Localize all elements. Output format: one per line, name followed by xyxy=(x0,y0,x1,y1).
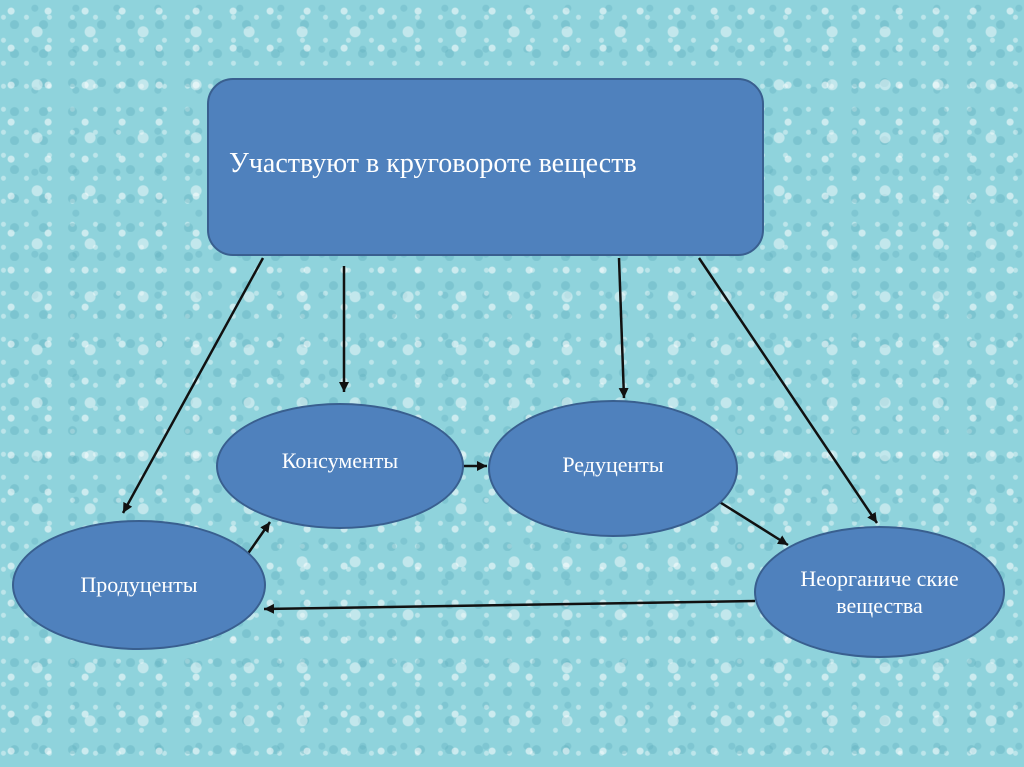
cycle-participation-label: Участвуют в круговороте веществ xyxy=(229,147,637,179)
reducers-node: Редуценты xyxy=(488,400,738,537)
arrow-box-to-reducers xyxy=(617,257,629,399)
inorganic-substances-label: Неорганиче ские вещества xyxy=(800,565,959,619)
arrow-reducers-to-inorganic xyxy=(717,499,789,547)
inorganic-substances-node: Неорганиче ские вещества xyxy=(754,526,1005,658)
cycle-participation-box: Участвуют в круговороте веществ xyxy=(207,78,764,256)
arrow-box-to-producers xyxy=(121,257,265,514)
arrow-producers-to-consumers xyxy=(245,521,272,556)
arrow-inorganic-to-producers xyxy=(263,599,756,614)
arrow-box-to-inorganic xyxy=(697,257,879,524)
consumers-label: Консументы xyxy=(281,448,399,474)
reducers-label: Редуценты xyxy=(562,451,664,477)
producers-label: Продуценты xyxy=(80,572,198,598)
consumers-node: Консументы xyxy=(216,403,464,529)
producers-node: Продуценты xyxy=(12,520,266,650)
